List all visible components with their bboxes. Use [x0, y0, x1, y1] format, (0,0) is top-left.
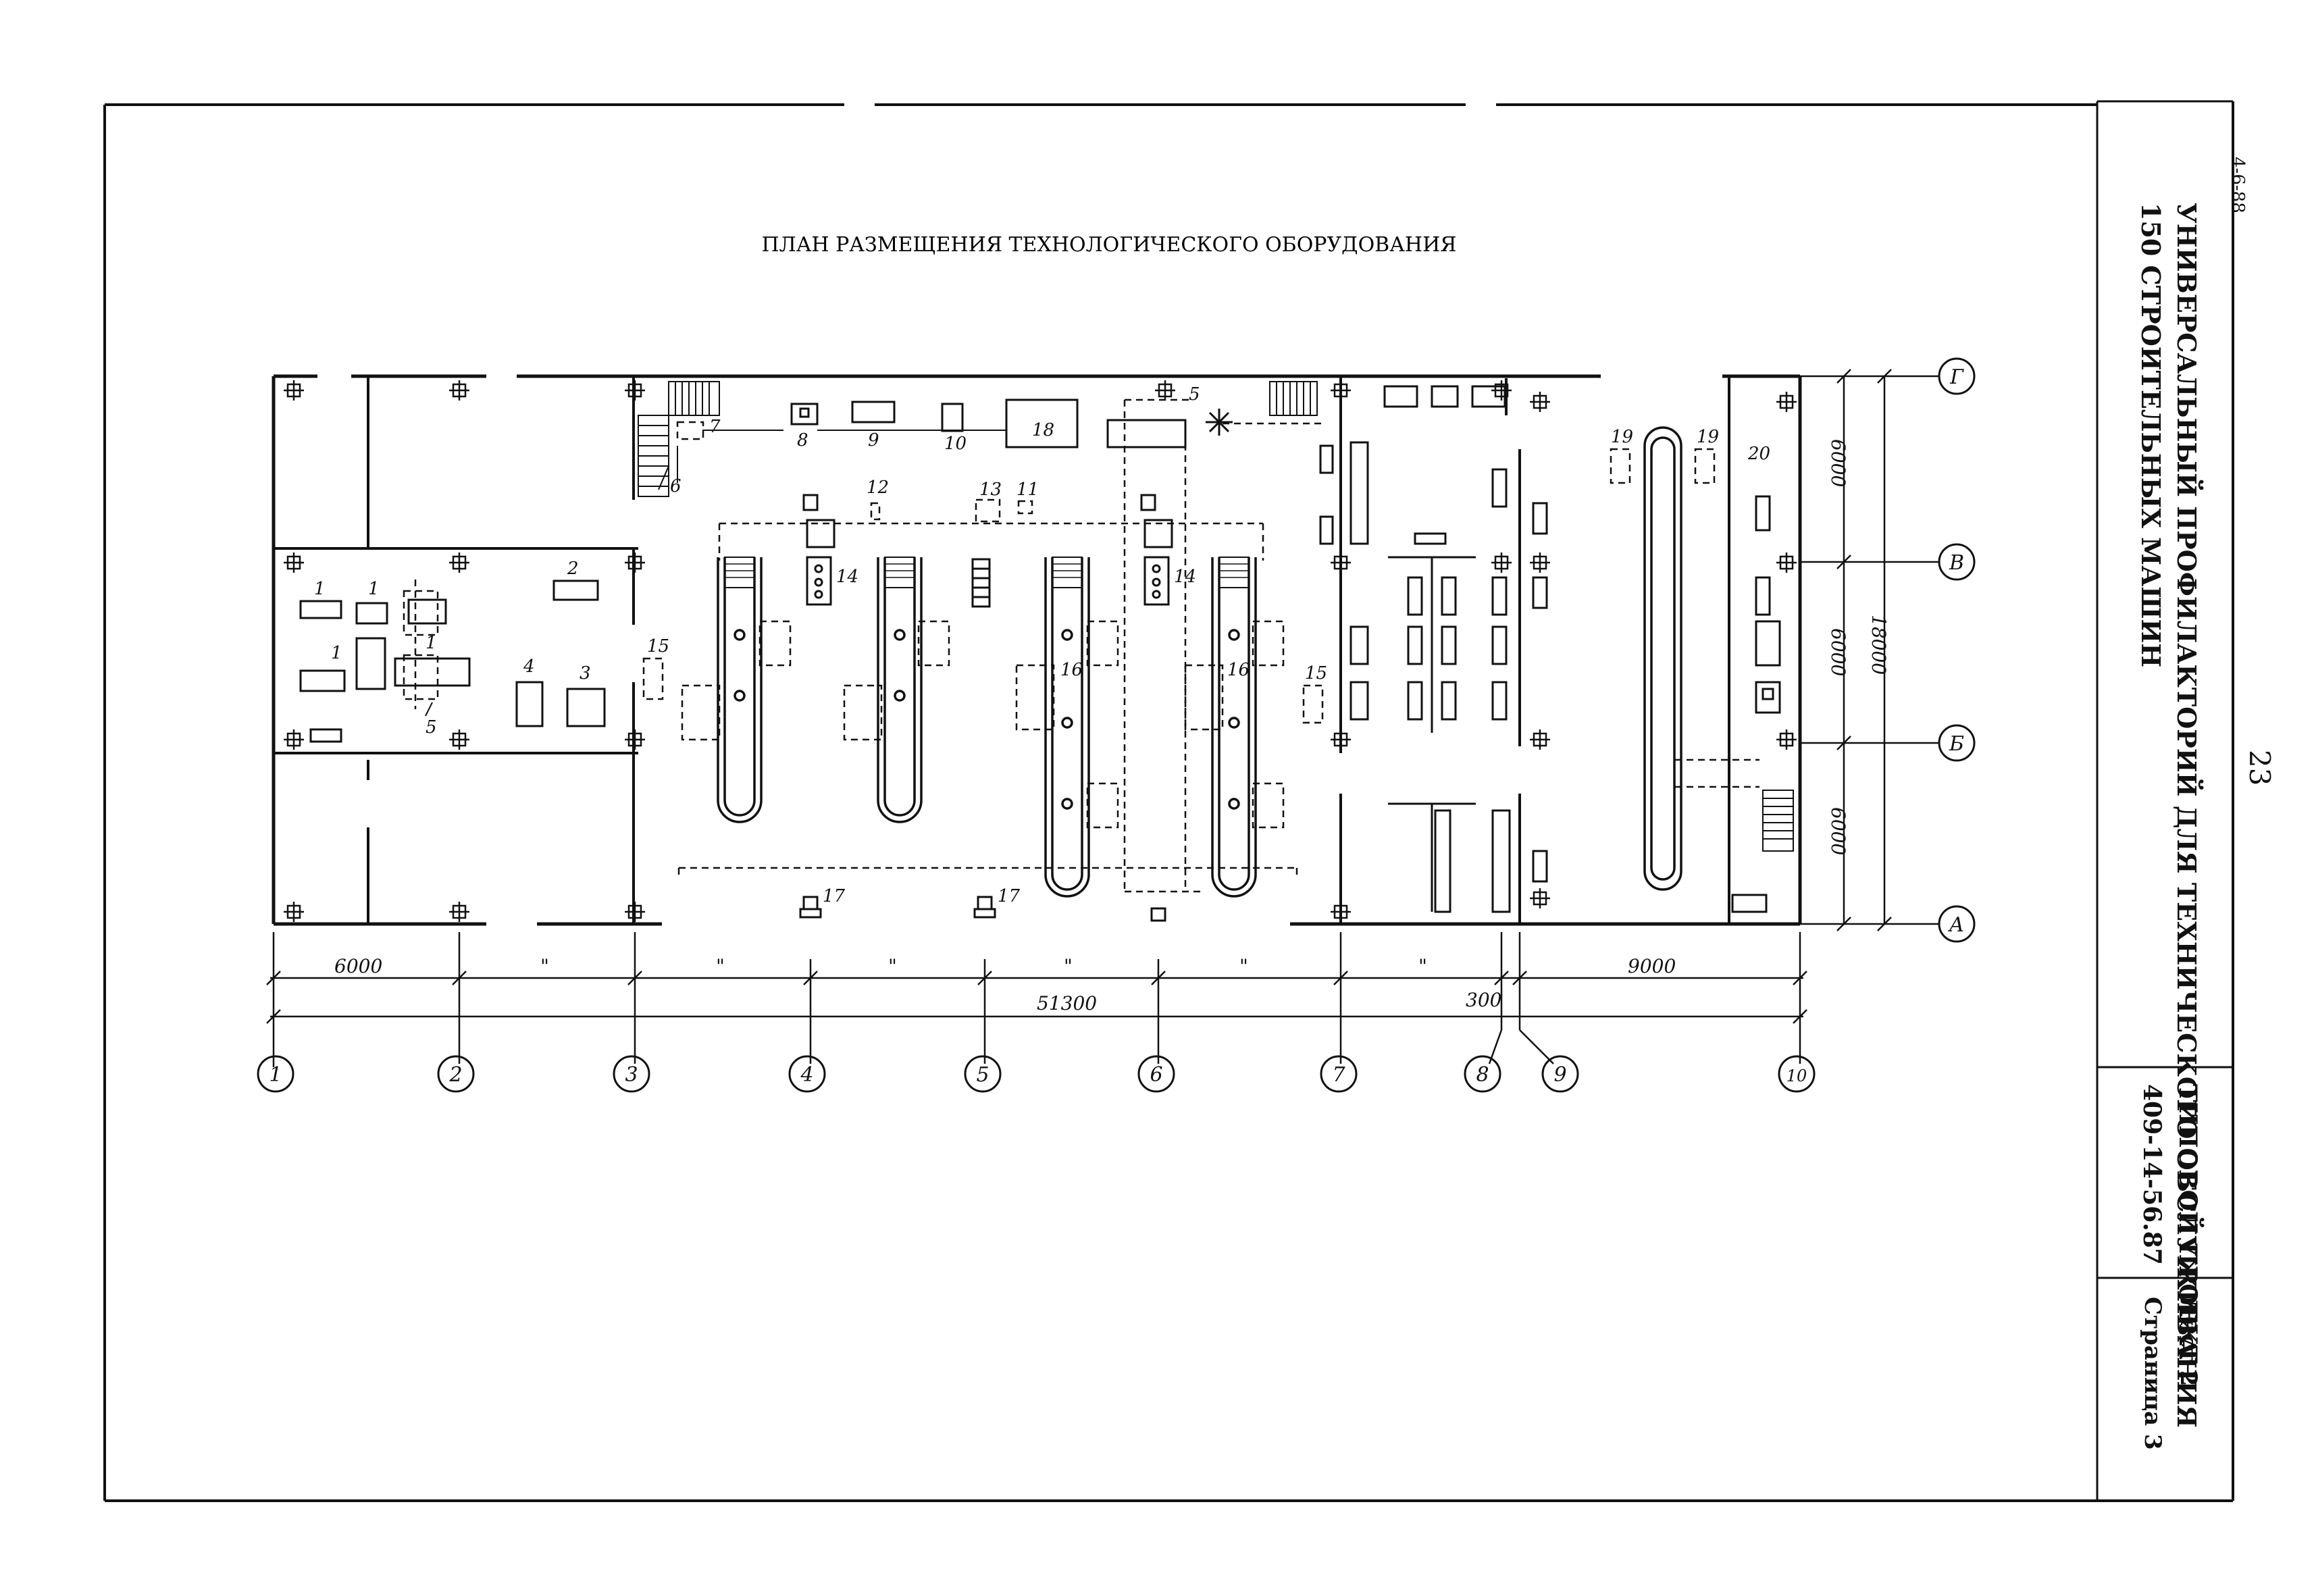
exterior-walls: [272, 374, 1802, 926]
dim-ditto-1: ": [540, 955, 549, 977]
eq-label-15b: 15: [1305, 663, 1327, 684]
equipment-solid: [299, 385, 1781, 922]
eq-label-1d: 1: [426, 633, 437, 653]
dim-ditto-2: ": [716, 955, 725, 977]
dim-ditto-3: ": [888, 955, 897, 977]
eq-label-2: 2: [567, 559, 579, 579]
eq-label-11: 11: [1017, 480, 1039, 500]
inspection-pits: [717, 426, 1682, 898]
dim-ditto-6: ": [1418, 955, 1427, 977]
eq-label-19a: 19: [1611, 427, 1633, 447]
axis-col-3: 3: [625, 1063, 638, 1087]
eq-label-16b: 16: [1227, 660, 1250, 680]
dim-total-length: 51300: [1037, 992, 1097, 1014]
stairs-top-left: [638, 381, 720, 497]
eq-label-14b: 14: [1174, 567, 1196, 587]
eq-label-16a: 16: [1060, 660, 1083, 680]
eq-label-12: 12: [867, 478, 889, 498]
eq-label-9: 9: [868, 430, 879, 451]
eq-label-18: 18: [1032, 420, 1054, 440]
axis-col-2: 2: [448, 1063, 462, 1087]
stairs-top-right: [1269, 381, 1318, 416]
column-markers: [282, 379, 1798, 923]
interior-partitions: [274, 376, 1730, 924]
eq-label-5a: 5: [426, 717, 437, 738]
axis-col-9: 9: [1553, 1063, 1566, 1087]
eq-label-17b: 17: [998, 886, 1021, 906]
eq-label-1a: 1: [314, 579, 326, 599]
eq-label-10: 10: [944, 434, 967, 454]
eq-label-4: 4: [523, 657, 535, 677]
axis-col-7: 7: [1332, 1063, 1345, 1087]
plan-title: ПЛАН РАЗМЕЩЕНИЯ ТЕХНОЛОГИЧЕСКОГО ОБОРУДО…: [762, 233, 1457, 257]
dim-row-span-1: 6000: [1827, 439, 1849, 487]
eq-label-8: 8: [797, 430, 808, 451]
fan-symbol: [1206, 409, 1233, 436]
axis-row-a: А: [1948, 913, 1965, 937]
dim-total-width: 18000: [1868, 615, 1890, 675]
dim-ditto-5: ": [1239, 955, 1248, 977]
eq-label-14a: 14: [836, 567, 858, 587]
row-axis-bubbles: [1938, 357, 1976, 943]
leader-lines: [425, 430, 1006, 717]
dim-span-last: 9000: [1628, 955, 1676, 977]
axis-row-v: В: [1949, 551, 1964, 575]
eq-label-6: 6: [670, 476, 682, 496]
axis-col-8: 8: [1476, 1063, 1489, 1087]
dim-span-small: 300: [1466, 989, 1501, 1011]
dim-row-span-2: 6000: [1827, 628, 1849, 676]
axis-col-6: 6: [1150, 1063, 1162, 1087]
axis-row-g: Г: [1949, 365, 1964, 389]
axis-row-b: Б: [1949, 732, 1964, 756]
eq-label-17a: 17: [823, 886, 846, 906]
axis-col-10: 10: [1786, 1066, 1807, 1085]
eq-label-5b: 5: [1189, 384, 1200, 405]
eq-label-15a: 15: [647, 636, 669, 657]
eq-label-20: 20: [1747, 444, 1770, 464]
dimension-lines: [266, 369, 1938, 1067]
stairs-bottom-right: [1762, 790, 1794, 852]
dim-row-span-3: 6000: [1827, 807, 1849, 855]
eq-label-7: 7: [709, 417, 721, 437]
column-axis-bubbles: [257, 1055, 1816, 1093]
eq-label-3: 3: [580, 663, 591, 684]
dim-ditto-4: ": [1064, 955, 1073, 977]
eq-label-1c: 1: [331, 643, 342, 663]
axis-col-1: 1: [269, 1063, 282, 1087]
eq-label-13: 13: [979, 480, 1002, 500]
equipment-dashed: [403, 398, 1759, 893]
eq-label-19b: 19: [1697, 427, 1719, 447]
axis-col-4: 4: [800, 1063, 813, 1087]
sheet-frame: [103, 100, 2234, 1502]
eq-label-1b: 1: [368, 579, 380, 599]
dim-span-first: 6000: [334, 955, 382, 977]
axis-col-5: 5: [976, 1063, 989, 1087]
